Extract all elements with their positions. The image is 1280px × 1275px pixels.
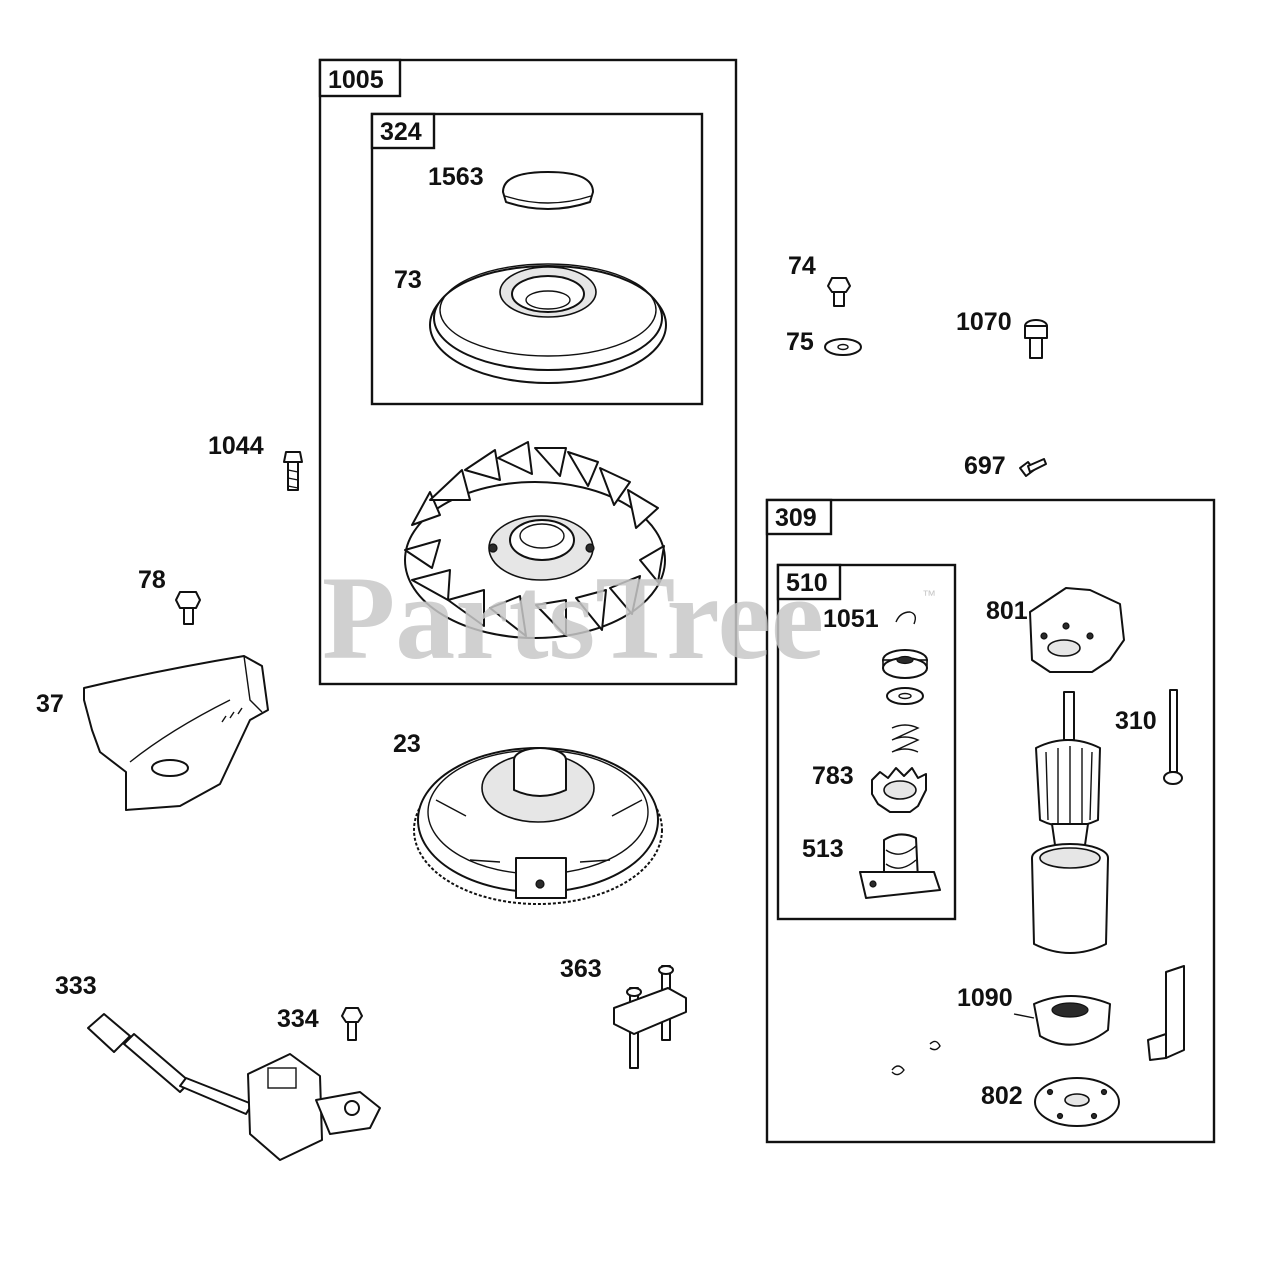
part-73-cover[interactable] <box>429 263 667 384</box>
callout-1051[interactable]: 1051 <box>823 605 879 633</box>
clip-b[interactable] <box>891 1065 905 1076</box>
callout-783[interactable]: 783 <box>812 762 854 790</box>
part-37-shroud[interactable] <box>83 655 269 811</box>
part-1090-brush-holder[interactable] <box>1013 995 1111 1046</box>
part-75-washer[interactable] <box>824 338 862 356</box>
clip-a[interactable] <box>929 1040 941 1051</box>
watermark-text: PartsTree <box>322 551 824 684</box>
part-1051-ring[interactable] <box>895 611 917 625</box>
callout-697[interactable]: 697 <box>964 452 1006 480</box>
group-1005-tag <box>318 58 402 98</box>
callout-74[interactable]: 74 <box>788 252 816 280</box>
fan-blower[interactable] <box>404 441 666 639</box>
group-324-tag <box>370 112 436 150</box>
group-510-label[interactable]: 510 <box>786 569 828 597</box>
bracket-strip[interactable] <box>1147 965 1185 1061</box>
callout-1044[interactable]: 1044 <box>208 432 264 460</box>
part-783-gear[interactable] <box>871 767 927 813</box>
part-1044-bolt[interactable] <box>283 451 303 491</box>
callout-1070[interactable]: 1070 <box>956 308 1012 336</box>
group-510: 510 <box>776 563 957 921</box>
part-802-end-plate[interactable] <box>1034 1077 1120 1127</box>
part-1070-screw[interactable] <box>1024 319 1048 359</box>
group-510-tag <box>776 563 842 601</box>
callout-1563[interactable]: 1563 <box>428 163 484 191</box>
part-23-flywheel[interactable] <box>413 747 663 905</box>
callout-23[interactable]: 23 <box>393 730 421 758</box>
callout-363[interactable]: 363 <box>560 955 602 983</box>
part-310-bolt[interactable] <box>1163 689 1183 785</box>
callout-801[interactable]: 801 <box>986 597 1028 625</box>
part-78-bolt[interactable] <box>175 591 201 625</box>
part-513-drive[interactable] <box>859 833 941 899</box>
part-1563-cap[interactable] <box>502 171 594 210</box>
callout-75[interactable]: 75 <box>786 328 814 356</box>
part-697-screw[interactable] <box>1019 458 1047 477</box>
group-510-frame <box>776 563 957 921</box>
callout-78[interactable]: 78 <box>138 566 166 594</box>
part-74-bolt[interactable] <box>827 277 851 307</box>
ignition-module[interactable] <box>247 1053 381 1161</box>
part-801-bracket[interactable] <box>1029 587 1125 673</box>
callout-310[interactable]: 310 <box>1115 707 1157 735</box>
callout-1090[interactable]: 1090 <box>957 984 1013 1012</box>
callout-513[interactable]: 513 <box>802 835 844 863</box>
group-309-label[interactable]: 309 <box>775 504 817 532</box>
collar[interactable] <box>882 649 928 679</box>
starter-housing[interactable] <box>1031 843 1109 954</box>
group-1005-label[interactable]: 1005 <box>328 66 384 94</box>
callout-802[interactable]: 802 <box>981 1082 1023 1110</box>
part-334-screw[interactable] <box>341 1007 363 1041</box>
part-363-bracket[interactable] <box>613 965 687 1069</box>
callout-73[interactable]: 73 <box>394 266 422 294</box>
watermark-trademark: ™ <box>922 587 936 603</box>
spring[interactable] <box>891 724 920 753</box>
washer[interactable] <box>886 687 924 705</box>
part-333-wire[interactable] <box>87 1013 253 1115</box>
callout-37[interactable]: 37 <box>36 690 64 718</box>
group-309-tag <box>765 498 833 536</box>
group-324-label[interactable]: 324 <box>380 118 422 146</box>
callout-334[interactable]: 334 <box>277 1005 319 1033</box>
watermark: PartsTree ™ <box>322 551 936 684</box>
callout-333[interactable]: 333 <box>55 972 97 1000</box>
